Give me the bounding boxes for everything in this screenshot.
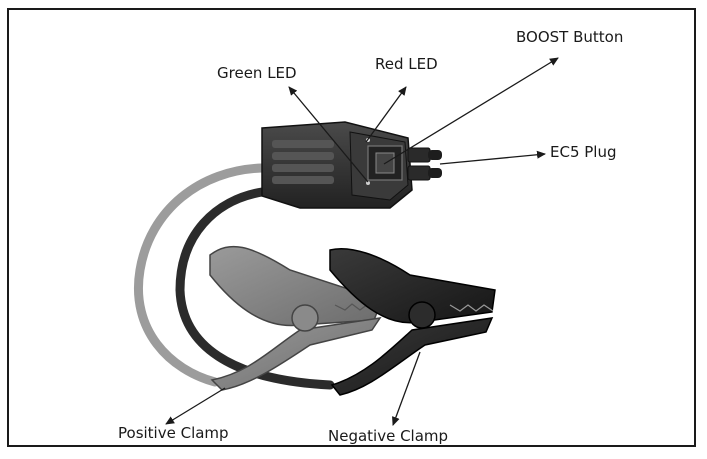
- control-box: [261, 121, 413, 209]
- green-led-label: Green LED: [217, 64, 297, 82]
- ec5-plug: [407, 147, 442, 181]
- positive-clamp-label: Positive Clamp: [118, 424, 229, 442]
- positive-clamp: [209, 245, 383, 391]
- ec5-plug-arrow: [439, 150, 546, 165]
- positive-clamp-arrow: [165, 387, 226, 425]
- diagram-frame: [7, 8, 696, 447]
- negative-clamp-arrow: [392, 351, 421, 426]
- red-led-label: Red LED: [375, 55, 438, 73]
- boost-button-arrow: [383, 57, 559, 165]
- negative-clamp-label: Negative Clamp: [328, 427, 449, 445]
- boost-button-label: BOOST Button: [516, 28, 624, 46]
- red-led-arrow: [365, 86, 407, 143]
- ec5-plug-label: EC5 Plug: [550, 143, 617, 161]
- negative-clamp: [329, 248, 496, 396]
- green-led-arrow: [288, 86, 369, 183]
- positive-cable: [134, 163, 267, 387]
